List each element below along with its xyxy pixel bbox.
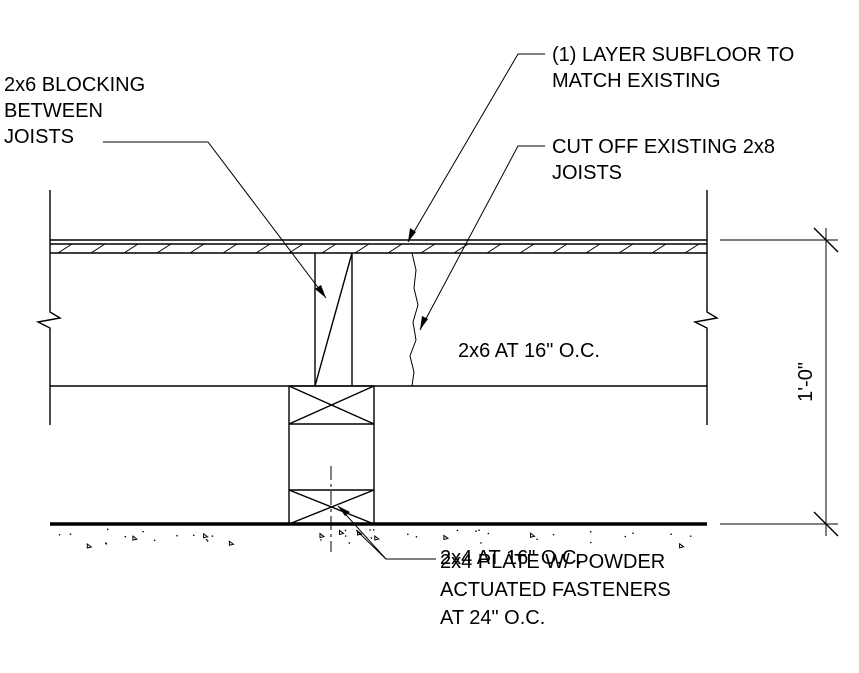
subfloor-layer [50, 239, 707, 254]
hatch-stroke [57, 243, 73, 254]
sand-dot [344, 529, 347, 532]
aggregate-mark [339, 529, 345, 536]
joist-spacing-note: 2x6 AT 16" O.C. [458, 340, 600, 362]
hatch-stroke [618, 243, 634, 254]
sand-dot [415, 535, 418, 538]
sand-dot [348, 542, 351, 544]
sand-dot [689, 535, 692, 537]
sand-dot [407, 533, 409, 536]
sand-dot [320, 539, 322, 541]
leader-blocking [103, 141, 327, 299]
sand-dot [478, 529, 480, 532]
sand-dot [536, 538, 538, 541]
sand-dot [124, 535, 127, 538]
cut-off-note: CUT OFF EXISTING 2x8 JOISTS [552, 136, 781, 184]
sand-dot [456, 529, 459, 532]
sand-dot [69, 533, 72, 535]
sand-dot [589, 530, 592, 533]
hatch-stroke [222, 243, 238, 254]
concrete-slab [50, 522, 707, 549]
leader-cut-off [419, 145, 545, 331]
sand-dot [58, 533, 61, 536]
hatch-stroke [255, 243, 271, 254]
blocking-note: 2x6 BLOCKING BETWEEN JOISTS [4, 74, 151, 148]
blocking-member [314, 252, 353, 387]
hatch-stroke [387, 243, 403, 254]
hatch-stroke [189, 243, 205, 254]
sand-dot [372, 529, 375, 531]
aggregate-mark [203, 532, 209, 539]
aggregate-mark [319, 532, 326, 539]
sand-dot [211, 535, 214, 537]
aggregate-mark [530, 532, 536, 538]
sand-dot [206, 540, 209, 542]
aggregate-mark [132, 535, 139, 541]
slab-stipple [58, 528, 692, 549]
sand-dot [670, 533, 672, 535]
aggregate-mark [357, 530, 363, 536]
hatch-stroke [90, 243, 106, 254]
hatch-stroke [354, 243, 370, 254]
height-dimension-label: 1'-0" [795, 362, 817, 402]
sand-dot [105, 543, 108, 545]
hatch-stroke [519, 243, 535, 254]
sand-dot [475, 530, 477, 532]
plate-note: 2x4 PLATE W/ POWDER ACTUATED FASTENERS A… [440, 551, 676, 629]
sand-dot [624, 535, 627, 538]
sand-dot [487, 532, 490, 535]
sand-dot [369, 529, 371, 531]
hatch-stroke [585, 243, 601, 254]
sand-dot [176, 534, 178, 537]
hatch-stroke [123, 243, 139, 254]
hatch-stroke [552, 243, 568, 254]
sand-dot [106, 528, 109, 531]
stud-spacing-note: 2x4 AT 16" O.C. [440, 547, 582, 569]
hatch-stroke [651, 243, 667, 254]
sand-dot [344, 535, 347, 537]
hatch-stroke [684, 243, 700, 254]
sand-dot [552, 533, 555, 536]
subfloor-hatching [57, 243, 700, 254]
sand-dot [370, 537, 373, 539]
leader-plate [337, 505, 436, 560]
aggregate-mark [86, 543, 93, 549]
aggregate-mark [443, 534, 450, 541]
sand-dot [192, 534, 195, 537]
sand-dot [153, 539, 156, 542]
hatch-stroke [156, 243, 172, 254]
aggregate-mark [679, 542, 685, 549]
aggregate-mark [374, 535, 380, 541]
hatch-stroke [453, 243, 469, 254]
hatch-stroke [420, 243, 436, 254]
sand-dot [632, 532, 634, 535]
hatch-stroke [486, 243, 502, 254]
subfloor-note: (1) LAYER SUBFLOOR TO MATCH EXISTING [552, 44, 800, 92]
sand-dot [590, 541, 592, 544]
height-dimension: 1'-0" [720, 227, 839, 537]
aggregate-mark [228, 540, 235, 546]
stud-wall [288, 385, 375, 525]
sand-dot [480, 542, 482, 544]
sand-dot [142, 530, 144, 533]
joist-outline [35, 190, 719, 425]
hatch-stroke [321, 243, 337, 254]
leader-subfloor [407, 53, 545, 243]
sand-dot [205, 538, 208, 541]
cut-off-joist-line [409, 252, 419, 387]
